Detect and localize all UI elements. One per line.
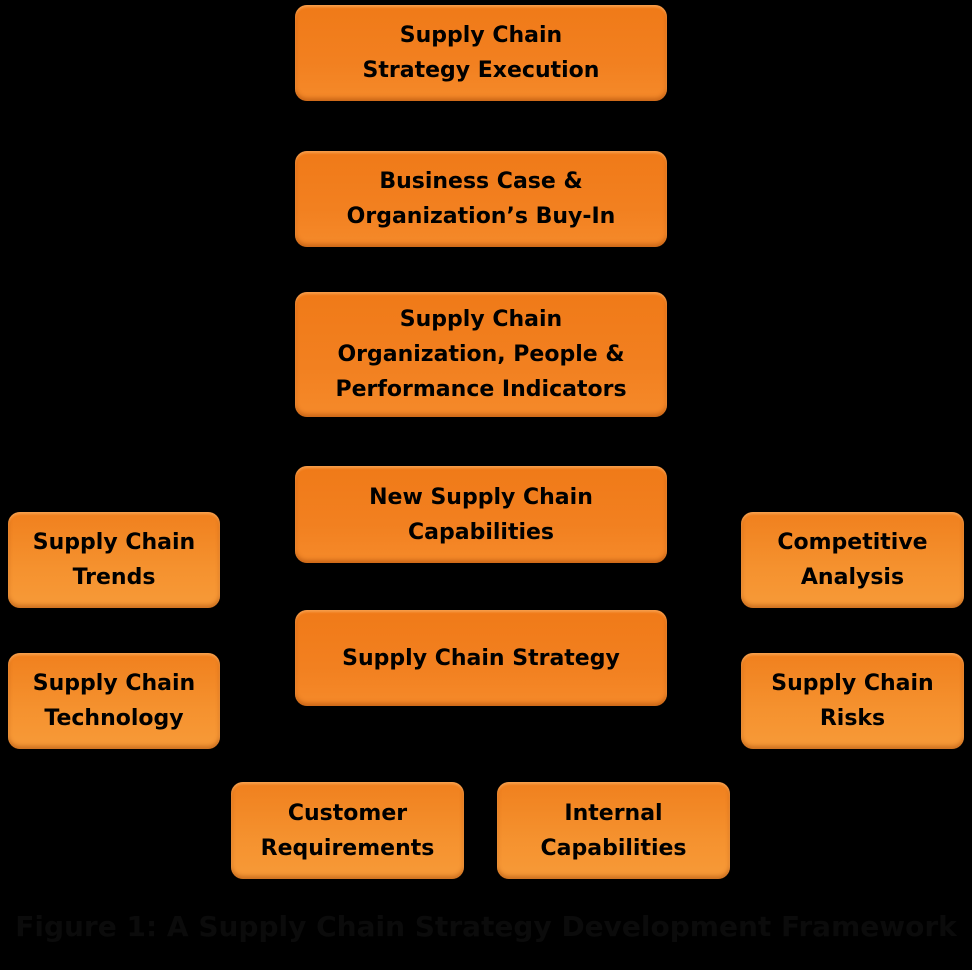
connector-left-inputs	[220, 558, 260, 704]
box-internal-capabilities: Internal Capabilities	[497, 782, 730, 879]
box-trends: Supply Chain Trends	[8, 512, 220, 608]
box-new-capabilities: New Supply Chain Capabilities	[295, 466, 667, 563]
box-business-case: Business Case & Organization’s Buy-In	[295, 151, 667, 247]
box-risks: Supply Chain Risks	[741, 653, 964, 749]
box-supply-chain-strategy: Supply Chain Strategy	[295, 610, 667, 706]
box-technology: Supply Chain Technology	[8, 653, 220, 749]
connector-bottom-inputs	[346, 743, 616, 782]
connector-right-inputs	[704, 558, 741, 704]
box-customer-requirements: Customer Requirements	[231, 782, 464, 879]
figure-caption: Figure 1: A Supply Chain Strategy Develo…	[15, 910, 957, 943]
box-competitive-analysis: Competitive Analysis	[741, 512, 964, 608]
box-organization-people: Supply Chain Organization, People & Perf…	[295, 292, 667, 417]
box-strategy-execution: Supply Chain Strategy Execution	[295, 5, 667, 101]
